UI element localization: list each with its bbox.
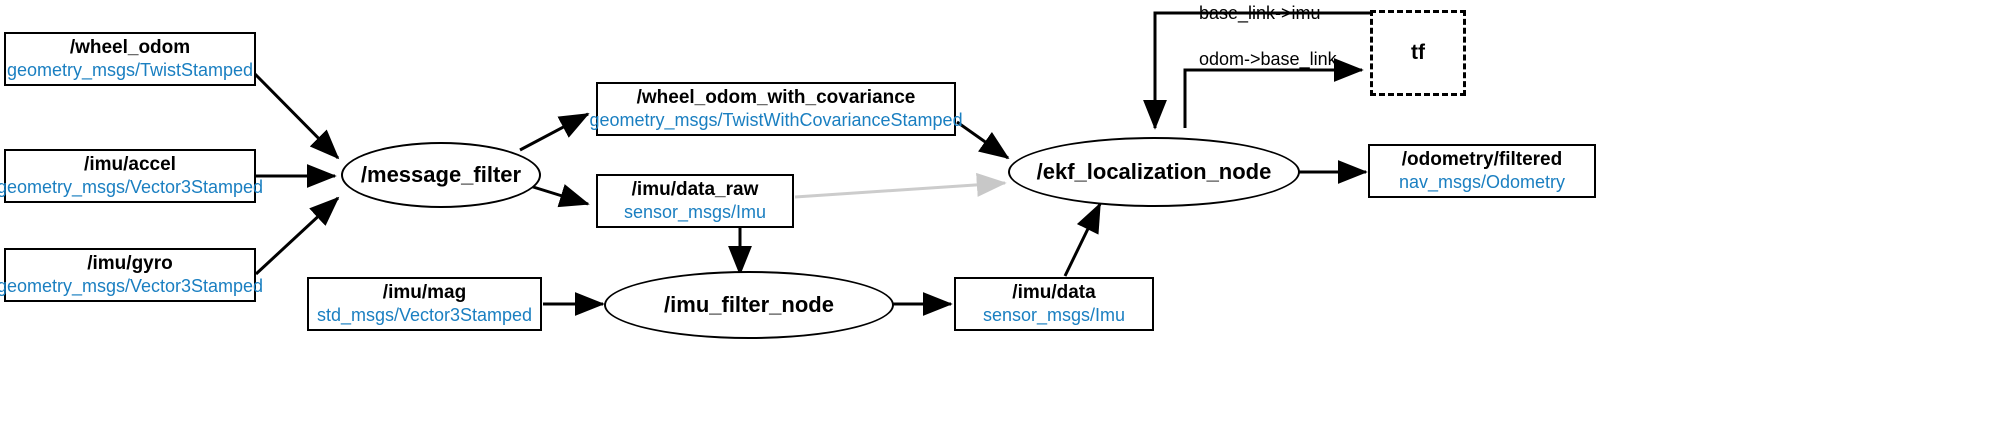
node-label: /message_filter: [360, 162, 522, 187]
topic-type: geometry_msgs/TwistStamped: [6, 59, 254, 80]
topic-box-odometry-filtered[interactable]: /odometry/filtered nav_msgs/Odometry: [1368, 144, 1596, 198]
topic-type: nav_msgs/Odometry: [1398, 171, 1566, 192]
edge-imu-data-raw-to-ekf-faded: [794, 172, 1007, 199]
tf-label: tf: [1411, 41, 1425, 64]
topic-name: /imu/accel: [84, 154, 176, 176]
node-message-filter[interactable]: /message_filter: [341, 142, 541, 208]
edge-message-filter-to-imu-data-raw: [529, 184, 590, 208]
topic-name: /imu/data_raw: [631, 179, 759, 201]
edge-imu-gyro-to-message-filter: [254, 196, 340, 276]
node-ekf-localization-node[interactable]: /ekf_localization_node: [1008, 137, 1300, 207]
topic-box-imu-data[interactable]: /imu/data sensor_msgs/Imu: [954, 277, 1154, 331]
edge-wheel-odom-to-message-filter: [253, 72, 340, 160]
edge-label-odom-to-base-link: odom->base_link: [1199, 49, 1337, 69]
edge-message-filter-to-wheel-odom-cov: [519, 112, 590, 152]
edge-label-base-link-to-imu: base_link->imu: [1199, 3, 1321, 23]
topic-box-imu-mag[interactable]: /imu/mag std_msgs/Vector3Stamped: [307, 277, 542, 331]
topic-name: /imu/gyro: [87, 253, 173, 275]
topic-name: /wheel_odom: [69, 37, 191, 59]
node-imu-filter-node[interactable]: /imu_filter_node: [604, 271, 894, 339]
node-label: /imu_filter_node: [664, 292, 834, 317]
topic-box-wheel-odom[interactable]: /wheel_odom geometry_msgs/TwistStamped: [4, 32, 256, 86]
topic-name: /odometry/filtered: [1401, 149, 1563, 171]
tf-box[interactable]: tf: [1370, 10, 1466, 96]
edge-tf-base-link-to-imu: [1143, 11, 1370, 130]
edge-wheel-odom-cov-to-ekf: [956, 120, 1010, 160]
topic-box-imu-accel[interactable]: /imu/accel geometry_msgs/Vector3Stamped: [0, 149, 263, 203]
topic-name: /imu/data: [1012, 282, 1096, 304]
topic-box-imu-gyro[interactable]: /imu/gyro geometry_msgs/Vector3Stamped: [0, 248, 263, 302]
topic-name: /imu/mag: [382, 282, 467, 304]
topic-type: geometry_msgs/TwistWithCovarianceStamped: [589, 109, 963, 130]
topic-type: sensor_msgs/Imu: [982, 304, 1126, 325]
topic-type: std_msgs/Vector3Stamped: [316, 304, 533, 325]
topic-box-wheel-odom-with-covariance[interactable]: /wheel_odom_with_covariance geometry_msg…: [589, 82, 963, 136]
topic-type: sensor_msgs/Imu: [623, 201, 767, 222]
topic-name: /wheel_odom_with_covariance: [636, 87, 916, 109]
topic-type: geometry_msgs/Vector3Stamped: [0, 275, 264, 296]
node-label: /ekf_localization_node: [1036, 159, 1272, 184]
topic-type: geometry_msgs/Vector3Stamped: [0, 176, 264, 197]
edge-ekf-odom-to-base-link: [1183, 58, 1364, 128]
topic-box-imu-data-raw[interactable]: /imu/data_raw sensor_msgs/Imu: [596, 174, 794, 228]
edge-imu-data-to-ekf: [1063, 202, 1102, 277]
